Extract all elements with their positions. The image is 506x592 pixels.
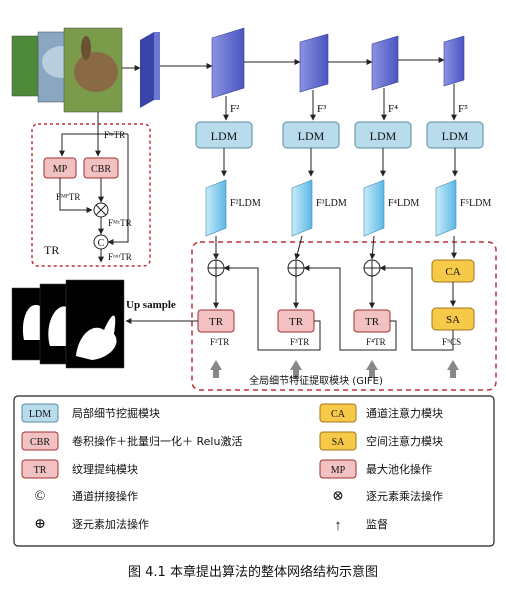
ldm-feature-label-3: F³LDM	[316, 198, 347, 209]
feature-label-5: F⁵	[458, 103, 468, 115]
cbr-box-text: CBR	[91, 164, 111, 175]
legend-sa-swatch	[319, 431, 357, 451]
legend-cbr-key: CBR	[30, 437, 50, 448]
legend-ldm-key: LDM	[29, 409, 51, 420]
legend-sa-key: SA	[332, 437, 346, 448]
legend-ca-key: CA	[331, 409, 346, 420]
supervision-arrow-2	[290, 360, 302, 378]
tr-out-label: FᵒᵘᵗTR	[108, 252, 132, 262]
legend-mp-text: 最大池化操作	[366, 462, 432, 476]
feature-label-4: F⁴	[388, 103, 398, 115]
ldm-text-3: LDM	[370, 129, 397, 143]
legend-cbr-swatch	[21, 431, 59, 451]
tr-module-name: TR	[44, 243, 59, 257]
gife-tr-text-3: TR	[365, 316, 380, 328]
legend-multiply-text: 逐元素乘法操作	[366, 489, 443, 503]
legend-tr-text: 纹理提纯模块	[72, 462, 138, 476]
legend-mp-swatch	[319, 459, 357, 479]
feature-label-3: F³	[317, 103, 327, 115]
tr-out-3: F³TR	[290, 337, 309, 347]
up-sample: Up sample	[125, 299, 198, 324]
tr-out-2: F²TR	[210, 337, 229, 347]
mp-box-text: MP	[53, 164, 68, 175]
output-masks	[11, 279, 125, 369]
legend-add-text: 逐元素加法操作	[72, 517, 149, 531]
ldm-features: F²LDM F³LDM F⁴LDM F⁵LDM	[205, 179, 491, 237]
gife-title: 全局细节特征提取模块 (GIFE)	[249, 374, 383, 387]
mp-out-label: FᴹᴾTR	[56, 192, 80, 202]
legend-supervise-text: 监督	[366, 517, 388, 531]
tr-module-detail: FᴵⁿTR MP CBR FᴹᴾTR FᴹᶜTR C FᵒᵘᵗTR TR	[31, 112, 151, 267]
ldm-row: LDM LDM LDM LDM	[195, 121, 484, 177]
mc-label: FᴹᶜTR	[108, 218, 132, 228]
legend-ldm-text: 局部细节挖掘模块	[72, 406, 160, 420]
input-image-stack	[11, 27, 123, 113]
ldm-text-2: LDM	[298, 129, 325, 143]
supervision-arrow-4	[447, 360, 459, 378]
gife-region: TR TR TR CA SA F²TR F³TR F⁴TR F⁵CS 全局细节特…	[191, 235, 497, 391]
figure-caption: 图 4.1 本章提出算法的整体网络结构示意图	[128, 564, 378, 580]
ldm-text-1: LDM	[211, 129, 238, 143]
legend-ca-swatch	[319, 403, 357, 423]
backbone	[122, 27, 465, 108]
ldm-feature-label-5: F⁵LDM	[460, 198, 491, 209]
legend-ldm-swatch	[21, 403, 59, 423]
feature-labels: F² F³ F⁴ F⁵	[223, 84, 468, 121]
legend-concat-key: ©	[35, 489, 46, 504]
legend-mp-key: MP	[331, 465, 346, 476]
legend-tr-key: TR	[34, 465, 47, 476]
legend-tr-swatch	[21, 459, 59, 479]
tr-input-label: FᴵⁿTR	[104, 130, 125, 140]
ldm-feature-label-2: F²LDM	[230, 198, 261, 209]
feature-label-2: F²	[230, 103, 240, 115]
legend-supervise-key: ↑	[334, 518, 342, 534]
concat-icon-glyph: C	[98, 238, 105, 249]
ca-text: CA	[445, 266, 460, 278]
legend-ca-text: 通道注意力模块	[366, 406, 443, 420]
supervision-arrow-1	[210, 360, 222, 378]
legend-multiply-key: ⊗	[332, 489, 344, 504]
legend-add-key: ⊕	[34, 517, 46, 532]
tr-out-4: F⁴TR	[366, 337, 386, 347]
legend-concat-text: 通道拼接操作	[72, 489, 138, 503]
ldm-text-4: LDM	[442, 129, 469, 143]
legend: LDM 局部细节挖掘模块 CA 通道注意力模块 CBR 卷积操作＋批量归一化＋ …	[13, 395, 495, 547]
sa-text: SA	[446, 314, 460, 326]
supervision-arrow-3	[366, 360, 378, 378]
up-sample-label: Up sample	[126, 299, 176, 311]
gife-tr-text-2: TR	[289, 316, 304, 328]
ldm-feature-label-4: F⁴LDM	[388, 198, 419, 209]
legend-sa-text: 空间注意力模块	[366, 434, 443, 448]
legend-cbr-text: 卷积操作＋批量归一化＋ Relu激活	[72, 434, 242, 448]
gife-tr-text-1: TR	[209, 316, 224, 328]
sa-out-label: F⁵CS	[442, 337, 461, 347]
